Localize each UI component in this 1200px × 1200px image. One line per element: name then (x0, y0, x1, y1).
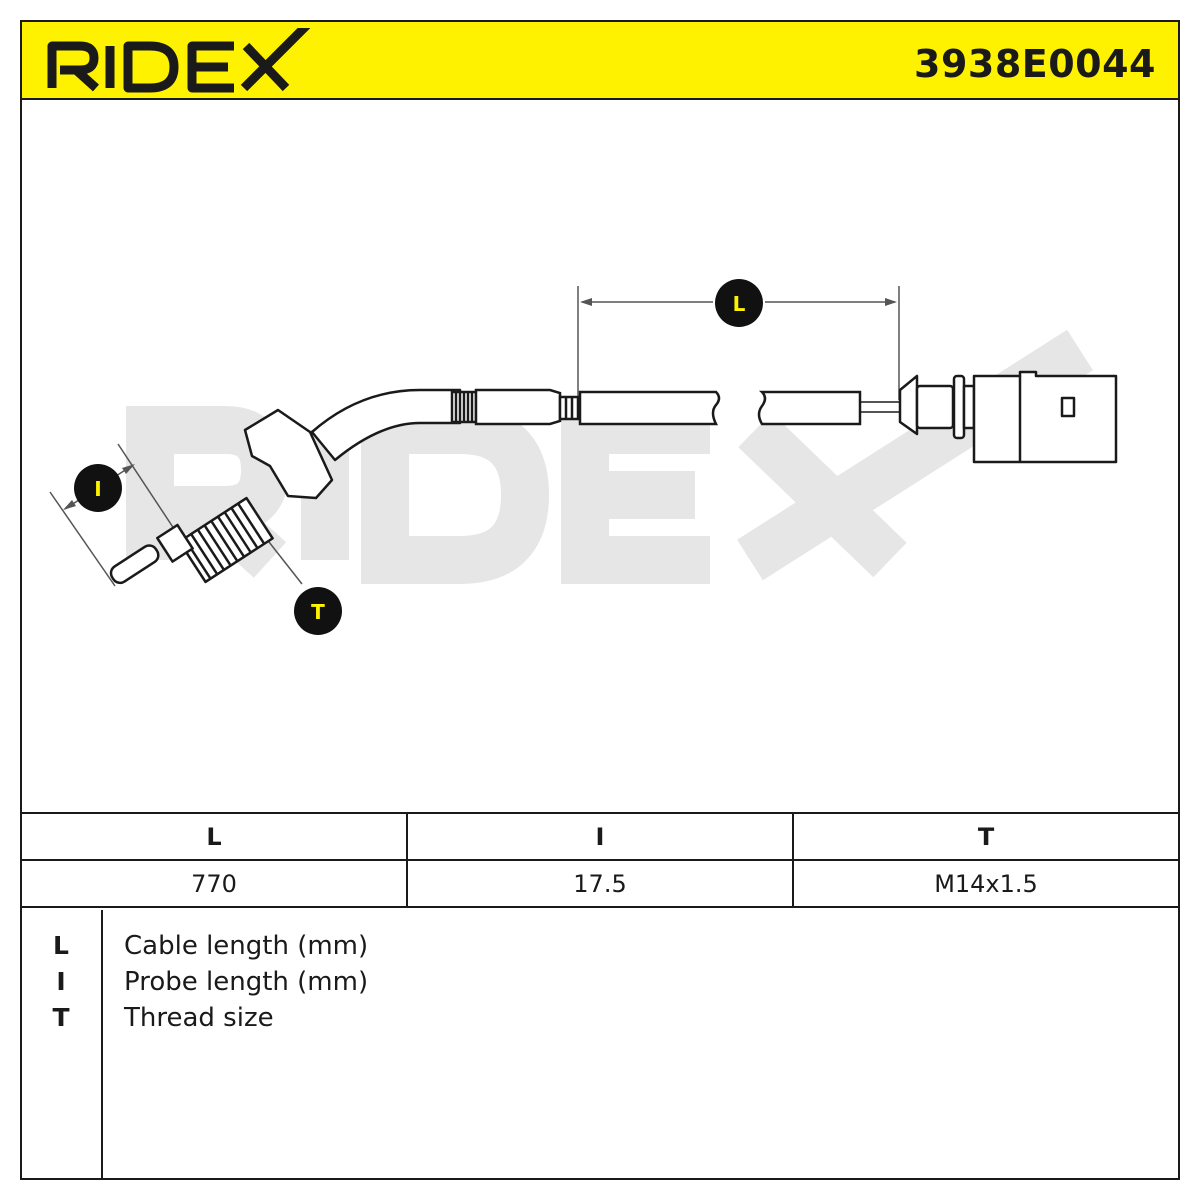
specs-value-L: 770 (20, 859, 408, 908)
sensor-probe (109, 388, 462, 585)
part-number: 3938E0044 (914, 42, 1156, 86)
ridex-logo (47, 28, 311, 93)
specs-header-row: L I T (20, 812, 1180, 861)
legend-key: I (56, 967, 66, 996)
sensor-drawing: L I T (49, 279, 1118, 635)
legend-desc: Thread size (124, 1003, 274, 1033)
legend-item: I Probe length (mm) (20, 964, 1180, 1000)
callout-T-label: T (311, 600, 325, 624)
legend-desc: Probe length (mm) (124, 967, 369, 997)
legend-key: L (53, 931, 69, 960)
callout-L: L (715, 279, 763, 327)
specs-value-I: 17.5 (406, 859, 794, 908)
specs-header-I: I (406, 812, 794, 861)
legend: L Cable length (mm) I Probe length (mm) … (20, 910, 1180, 1180)
specs-value-row: 770 17.5 M14x1.5 (20, 859, 1180, 908)
legend-item: T Thread size (20, 1000, 1180, 1036)
legend-desc: Cable length (mm) (124, 931, 369, 961)
sensor-connector (898, 370, 1118, 464)
dimension-L (577, 286, 900, 400)
specs-header-L: L (20, 812, 408, 861)
specs-table: L I T 770 17.5 M14x1.5 (20, 812, 1180, 908)
sensor-cable (450, 388, 900, 426)
header-bar: 3938E0044 (20, 20, 1180, 100)
callout-I: I (74, 464, 122, 512)
legend-divider (101, 910, 103, 1180)
legend-item: L Cable length (mm) (20, 928, 1180, 964)
callout-L-label: L (733, 292, 746, 316)
callout-T: T (294, 587, 342, 635)
specs-value-T: M14x1.5 (792, 859, 1180, 908)
callout-I-label: I (94, 477, 101, 501)
legend-key: T (52, 1003, 70, 1032)
specs-header-T: T (792, 812, 1180, 861)
